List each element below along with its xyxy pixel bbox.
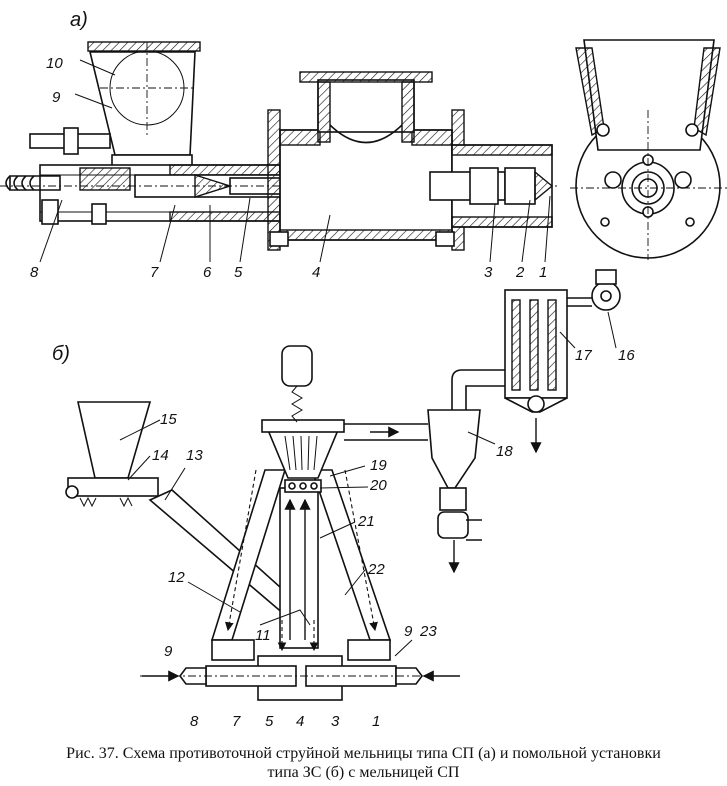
label-b-20: 20 [369,477,387,494]
feeder-hopper [77,401,152,479]
label-a-5: 5 [234,264,243,281]
label-b-22: 22 [367,561,385,578]
label-b-16: 16 [618,347,635,364]
label-b-9-right: 9 [404,623,413,640]
figure-labels: а) б) 10 9 8 7 6 5 4 3 2 1 15 14 13 12 1… [30,9,635,730]
label-b-5: 5 [265,713,274,730]
right-leg [310,469,392,641]
label-b-18: 18 [496,443,513,460]
section-a-label: а) [70,9,88,31]
label-b-21: 21 [357,513,375,530]
fan [591,281,621,311]
label-a-7: 7 [150,264,159,281]
label-b-4: 4 [296,713,304,730]
label-a-8: 8 [30,264,39,281]
motor [281,345,313,387]
label-a-9: 9 [52,89,61,106]
label-b-14: 14 [152,447,169,464]
label-b-23: 23 [419,623,437,640]
label-b-3: 3 [331,713,340,730]
label-b-15: 15 [160,411,177,428]
label-b-19: 19 [370,457,387,474]
label-b-8: 8 [190,713,199,730]
hopper-flange [87,41,201,52]
label-a-1: 1 [539,264,547,281]
label-a-4: 4 [312,264,320,281]
label-b-17: 17 [575,347,592,364]
label-b-9-left: 9 [164,643,173,660]
caption-line-1: Рис. 37. Схема противоточной струйной ме… [66,745,661,762]
central-duct [279,487,319,649]
figure-caption: Рис. 37. Схема противоточной струйной ме… [0,744,727,782]
label-a-6: 6 [203,264,212,281]
label-b-1: 1 [372,713,380,730]
left-nozzle [79,167,131,191]
label-b-7: 7 [232,713,241,730]
label-b-13: 13 [186,447,203,464]
section-b-installation [65,269,621,701]
central-chamber [279,129,453,241]
label-a-3: 3 [484,264,493,281]
cyclone [427,409,481,489]
label-b-12: 12 [168,569,185,586]
mill-diagram: а) б) 10 9 8 7 6 5 4 3 2 1 15 14 13 12 1… [0,9,727,730]
section-b-label: б) [52,343,70,365]
label-a-2: 2 [515,264,525,281]
section-a-end-view [570,39,727,260]
label-a-10: 10 [46,55,63,72]
label-b-11: 11 [255,627,271,644]
section-a-side-view [0,41,560,263]
caption-line-2: типа ЗС (б) с мельницей СП [267,764,460,781]
